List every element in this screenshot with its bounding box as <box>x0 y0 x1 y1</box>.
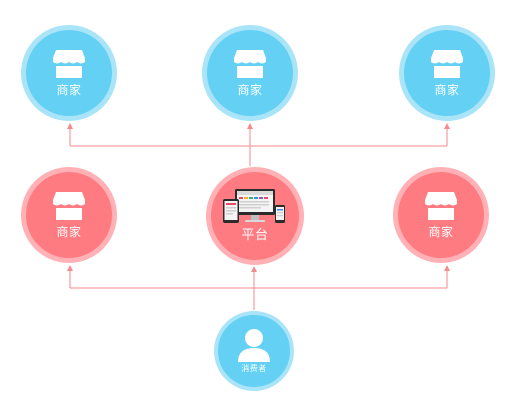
merchant-label: 商家 <box>56 83 82 97</box>
merchant-node-middle-left: 商家 <box>21 167 117 263</box>
merchant-label: 商家 <box>434 83 460 97</box>
arrowhead-top-right <box>444 123 450 129</box>
merchant-node-middle-right: 商家 <box>393 167 489 263</box>
arrowhead-bottom-center <box>251 266 257 272</box>
merchant-label: 商家 <box>428 225 454 239</box>
merchant-label: 商家 <box>56 225 82 239</box>
arrowhead-bottom-left <box>67 265 73 271</box>
platform-node: 平台 <box>206 167 304 265</box>
arrowhead-top-center <box>247 123 253 129</box>
consumer-label: 消费者 <box>241 364 267 373</box>
storefront-icon <box>430 49 464 79</box>
merchant-label: 商家 <box>237 83 263 97</box>
storefront-icon <box>52 191 86 221</box>
platform-label: 平台 <box>241 228 269 243</box>
merchant-node-top-left: 商家 <box>21 25 117 121</box>
merchant-node-top-center: 商家 <box>202 25 298 121</box>
user-icon <box>236 328 272 362</box>
arrowhead-bottom-right <box>444 265 450 271</box>
merchant-node-top-right: 商家 <box>399 25 495 121</box>
consumer-node: 消费者 <box>214 311 294 391</box>
devices-icon <box>223 189 287 227</box>
arrowhead-top-left <box>67 123 73 129</box>
storefront-icon <box>52 49 86 79</box>
storefront-icon <box>233 49 267 79</box>
storefront-icon <box>424 191 458 221</box>
